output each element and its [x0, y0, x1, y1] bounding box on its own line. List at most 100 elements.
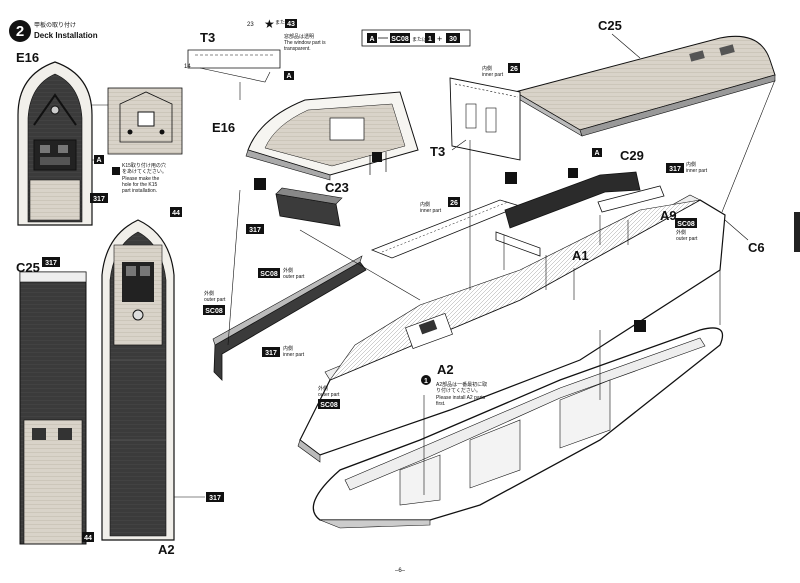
window-part-t3	[187, 49, 281, 100]
svg-text:317: 317	[669, 166, 681, 173]
label-a2-bottom: A2	[158, 542, 175, 557]
lower-hull	[312, 327, 724, 529]
part-c23	[275, 187, 343, 227]
part-c29	[504, 171, 641, 229]
svg-text:317: 317	[265, 350, 277, 357]
svg-text:1: 1	[428, 36, 432, 43]
label-a1: A1	[572, 248, 589, 263]
svg-text:inner part: inner part	[283, 352, 305, 358]
svg-text:317: 317	[209, 495, 221, 502]
hole-marker	[254, 178, 266, 190]
left-bulwark	[212, 255, 367, 381]
inner-part-note-317-left: 317 内側 inner part	[262, 345, 305, 358]
svg-text:SC08: SC08	[320, 402, 338, 409]
label-a2-mid: A2	[437, 362, 454, 377]
svg-text:44: 44	[172, 210, 180, 217]
svg-text:outer part: outer part	[318, 392, 340, 398]
svg-text:14: 14	[184, 64, 191, 70]
svg-text:43: 43	[287, 21, 295, 28]
svg-text:内側: 内側	[283, 345, 293, 352]
badge-paint-317: 317	[206, 492, 224, 502]
badge-a: A	[592, 148, 602, 157]
svg-text:A: A	[369, 36, 374, 43]
outer-part-note-left2: 外側 outer part SC08	[203, 290, 226, 315]
svg-text:26: 26	[510, 66, 518, 73]
label-t3-top: T3	[200, 30, 215, 45]
svg-text:inner part: inner part	[420, 208, 442, 214]
svg-text:+: +	[437, 34, 442, 44]
hole-marker	[634, 320, 646, 332]
outer-part-note-lower: 外側 outer part SC08	[318, 385, 340, 409]
svg-text:30: 30	[449, 36, 457, 43]
assembly-guides	[227, 140, 721, 495]
svg-text:または: または	[275, 20, 290, 26]
svg-text:窓部品は透明: 窓部品は透明	[284, 33, 314, 40]
stern-deck-c25-exploded	[513, 35, 776, 137]
svg-text:内側: 内側	[482, 65, 492, 72]
svg-text:Please install A2 parts: Please install A2 parts	[436, 395, 486, 401]
svg-text:をあけてください。: をあけてください。	[122, 168, 167, 175]
svg-text:外側: 外側	[283, 267, 293, 274]
label-e16-mid: E16	[212, 120, 235, 135]
svg-text:317: 317	[249, 227, 261, 234]
label-c23: C23	[325, 180, 349, 195]
inner-part-note: 内側 inner part 26	[420, 197, 460, 214]
svg-text:内側: 内側	[686, 161, 696, 168]
step-number-circle	[9, 20, 31, 42]
svg-text:SC08: SC08	[205, 308, 223, 315]
step-header: 2 甲板の取り付け Deck Installation	[9, 20, 98, 42]
label-a9: A9	[660, 208, 677, 223]
svg-text:り付けてください。: り付けてください。	[436, 387, 481, 394]
label-c25-top: C25	[598, 18, 622, 33]
bulkhead-panel	[449, 77, 521, 161]
svg-text:outer part: outer part	[204, 297, 226, 303]
leader-line	[451, 139, 467, 151]
label-t3-mid: T3	[430, 144, 445, 159]
inner-part-note: 内側 inner part 26	[482, 63, 520, 78]
leader-line	[611, 33, 641, 59]
hull-plan-a2	[101, 219, 175, 541]
svg-text:inner part: inner part	[482, 72, 504, 78]
badge-paint-317: 317	[90, 193, 108, 203]
label-e16-left: E16	[16, 50, 39, 65]
outer-part-note-right: SC08 外側 outer part	[675, 218, 698, 242]
hole-marker	[505, 172, 517, 184]
svg-text:A: A	[594, 150, 599, 157]
label-c6: C6	[748, 240, 765, 255]
step-circle-1	[421, 375, 431, 385]
window-note: 23 ★ または 43 窓部品は透明 The window part is tr…	[247, 17, 326, 52]
svg-text:A: A	[286, 73, 291, 80]
step-title-jp: 甲板の取り付け	[34, 21, 76, 29]
svg-text:内側: 内側	[420, 201, 430, 208]
svg-text:23: 23	[247, 22, 254, 28]
svg-text:K15取り付け用の穴: K15取り付け用の穴	[122, 162, 166, 169]
badge-a: A	[284, 71, 294, 80]
svg-text:317: 317	[93, 196, 105, 203]
badge-paint-317: 317	[42, 257, 60, 267]
svg-text:SC08: SC08	[260, 271, 278, 278]
part-a1	[495, 231, 541, 257]
page-number: –6–	[395, 568, 406, 574]
label-c29: C29	[620, 148, 644, 163]
svg-text:外側: 外側	[204, 290, 214, 297]
hole-marker	[372, 152, 382, 162]
svg-text:inner part: inner part	[686, 168, 708, 174]
outer-part-note-left: SC08 外側 outer part	[258, 267, 305, 280]
badge-paint-317: 317	[246, 224, 264, 234]
svg-text:A: A	[96, 157, 101, 164]
stern-deck-c25	[19, 271, 87, 545]
k15-note: K15取り付け用の穴 をあけてください。 Please make the hol…	[112, 162, 167, 194]
svg-text:26: 26	[450, 200, 458, 207]
fore-deck-exploded	[245, 91, 419, 181]
inner-part-note-317: 317 内側 inner part	[666, 161, 708, 174]
leader-line	[721, 79, 776, 213]
leader-line	[724, 219, 749, 241]
step-number: 2	[16, 23, 24, 40]
svg-text:1: 1	[424, 378, 428, 385]
inner-bulwark	[370, 199, 522, 259]
step-title-en: Deck Installation	[34, 31, 98, 40]
main-hull-deck	[297, 194, 726, 463]
part-a9	[597, 185, 665, 213]
svg-text:hole for the K15: hole for the K15	[122, 182, 158, 188]
